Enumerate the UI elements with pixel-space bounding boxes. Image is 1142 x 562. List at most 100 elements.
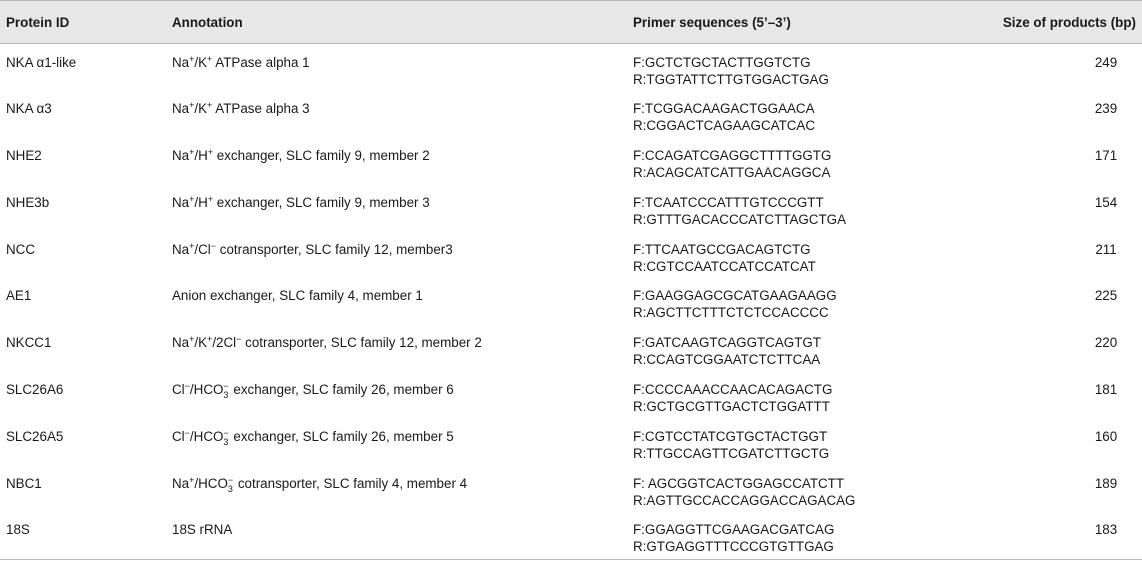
annotation-cell: Anion exchanger, SLC family 4, member 1	[172, 288, 423, 304]
forward-primer: F:CCAGATCGAGGCTTTTGGTG	[633, 148, 832, 164]
ion-charge: +	[189, 147, 195, 158]
annotation-text: /H	[194, 194, 208, 210]
ion-charge: +	[189, 474, 195, 485]
annotation-text: /HCO	[189, 382, 224, 398]
ion-charge: +	[189, 54, 195, 64]
annotation-text: exchanger, SLC family 9, member 3	[213, 194, 430, 210]
ion-charge: +	[189, 193, 195, 204]
product-size-cell: 183	[990, 511, 1142, 561]
protein-id-cell: 18S	[0, 511, 172, 561]
annotation-text: cotransporter, SLC family 12, member3	[216, 241, 453, 257]
annotation-text: /2Cl	[212, 335, 237, 351]
annotation-text: ATPase alpha 1	[212, 55, 310, 70]
annotation-text: /HCO	[189, 428, 224, 444]
ion-charge: −	[184, 381, 190, 392]
table-row: NHE3b Na+/H+ exchanger, SLC family 9, me…	[0, 184, 1142, 231]
reverse-primer: R:ACAGCATCATTGAACAGGCA	[633, 165, 831, 181]
header-primer-sequences: Primer sequences (5’–3’)	[633, 0, 990, 44]
table-header: Protein ID Annotation Primer sequences (…	[0, 0, 1142, 44]
annotation-text: Na	[172, 101, 190, 117]
product-size-cell: 239	[1094, 101, 1118, 117]
annotation-cell: Na+/H+ exchanger, SLC family 9, member 2	[172, 137, 633, 184]
annotation-cell: Na+/HCO−3 cotransporter, SLC family 4, m…	[172, 465, 633, 512]
annotation-cell: Na+/K+/2Cl− cotransporter, SLC family 12…	[172, 324, 633, 371]
reverse-primer: R:CGGACTCAGAAGCATCAC	[633, 118, 816, 134]
reverse-primer: R:CGTCCAATCCATCCATCAT	[633, 258, 816, 274]
reverse-primer: R:CCAGTCGGAATCTCTTCAA	[633, 352, 821, 368]
header-annotation: Annotation	[172, 0, 633, 44]
ion-subscript: 3	[223, 436, 229, 447]
header-row: Protein ID Annotation Primer sequences (…	[0, 0, 1142, 44]
ion-charge: −	[227, 474, 234, 485]
product-size-cell: 220	[1094, 335, 1118, 351]
ion-charge-subscript: −3	[223, 427, 229, 447]
product-size-cell: 249	[1094, 55, 1118, 70]
forward-primer: F:TCGGACAAGACTGGAACA	[633, 101, 815, 117]
product-size-cell: 211	[1095, 241, 1117, 257]
reverse-primer: R:GTGAGGTTTCCCGTGTTGAG	[633, 539, 834, 555]
product-size-cell: 181	[1094, 382, 1118, 398]
annotation-cell: Cl−/HCO−3 exchanger, SLC family 26, memb…	[172, 371, 633, 418]
table-body: NKA α1-like Na+/K+ ATPase alpha 1 F:GCTC…	[0, 44, 1142, 561]
ion-charge-subscript: −3	[227, 474, 234, 494]
ion-charge: +	[189, 334, 195, 345]
ion-charge: −	[236, 334, 242, 345]
annotation-text: Cl	[172, 428, 185, 444]
annotation-cell: 18S rRNA	[172, 511, 633, 561]
ion-charge: +	[189, 100, 195, 111]
annotation-text: /K	[194, 101, 208, 117]
table-row: NKCC1 Na+/K+/2Cl− cotransporter, SLC fam…	[0, 324, 1142, 371]
annotation-text: cotransporter, SLC family 4, member 4	[234, 475, 468, 491]
product-size-cell: 171	[1094, 148, 1118, 164]
table-row: SLC26A5 Cl−/HCO−3 exchanger, SLC family …	[0, 418, 1142, 465]
product-size-cell: 189	[1094, 475, 1118, 491]
protein-id-cell: NKA α1-like	[6, 55, 77, 70]
table-row: AE1 Anion exchanger, SLC family 4, membe…	[0, 277, 1142, 324]
protein-id-cell: NHE3b	[6, 194, 50, 210]
product-size-cell: 160	[1094, 428, 1118, 444]
reverse-primer: R:AGCTTCTTTCTCTCCACCCC	[633, 305, 829, 321]
ion-charge-subscript: −3	[223, 382, 228, 400]
annotation-text: Na	[172, 335, 190, 351]
ion-charge: −	[223, 427, 229, 438]
table-row: NHE2 Na+/H+ exchanger, SLC family 9, mem…	[0, 137, 1142, 184]
annotation-cell: Na+/K+ ATPase alpha 1	[172, 44, 633, 91]
ion-charge: −	[210, 240, 217, 251]
table-row: NKA α1-like Na+/K+ ATPase alpha 1 F:GCTC…	[0, 44, 1142, 91]
forward-primer: F:TCAATCCCATTTGTCCCGTT	[633, 194, 824, 210]
reverse-primer: R:TGGTATTCTTGTGGACTGAG	[633, 72, 829, 87]
annotation-cell: Na+/H+ exchanger, SLC family 9, member 3	[172, 184, 633, 231]
table-row: NKA α3 Na+/K+ ATPase alpha 3 F:TCGGACAAG…	[0, 90, 1142, 137]
protein-id-cell: SLC26A6	[6, 382, 64, 398]
protein-id-cell: NHE2	[6, 148, 42, 164]
annotation-text: exchanger, SLC family 26, member 5	[229, 428, 454, 444]
product-size-cell: 225	[1094, 288, 1118, 304]
annotation-text: /K	[194, 335, 208, 351]
forward-primer: F:CCCCAAACCAACACAGACTG	[633, 382, 833, 398]
annotation-cell: Na+/Cl− cotransporter, SLC family 12, me…	[172, 231, 633, 278]
ion-charge: +	[207, 100, 213, 111]
reverse-primer: R:GCTGCGTTGACTCTGGATTT	[633, 399, 830, 415]
forward-primer: F:GGAGGTTCGAAGACGATCAG	[633, 522, 835, 538]
forward-primer: F:GAAGGAGCGCATGAAGAAGG	[633, 288, 837, 304]
header-protein-id: Protein ID	[0, 0, 172, 44]
annotation-text: exchanger, SLC family 9, member 2	[213, 148, 430, 164]
annotation-text: Na	[172, 148, 190, 164]
ion-charge: −	[223, 381, 229, 392]
reverse-primer: R:TTGCCAGTTCGATCTTGCTG	[633, 445, 830, 461]
annotation-text: Na	[172, 194, 190, 210]
ion-charge: +	[189, 240, 195, 251]
forward-primer: F:CGTCCTATCGTGCTACTGGT	[633, 428, 828, 444]
reverse-primer: R:GTTTGACACCCATCTTAGCTGA	[633, 211, 846, 227]
annotation-text: Na	[172, 241, 190, 257]
annotation-text: ATPase alpha 3	[212, 101, 310, 117]
protein-id-cell: NBC1	[6, 475, 42, 491]
